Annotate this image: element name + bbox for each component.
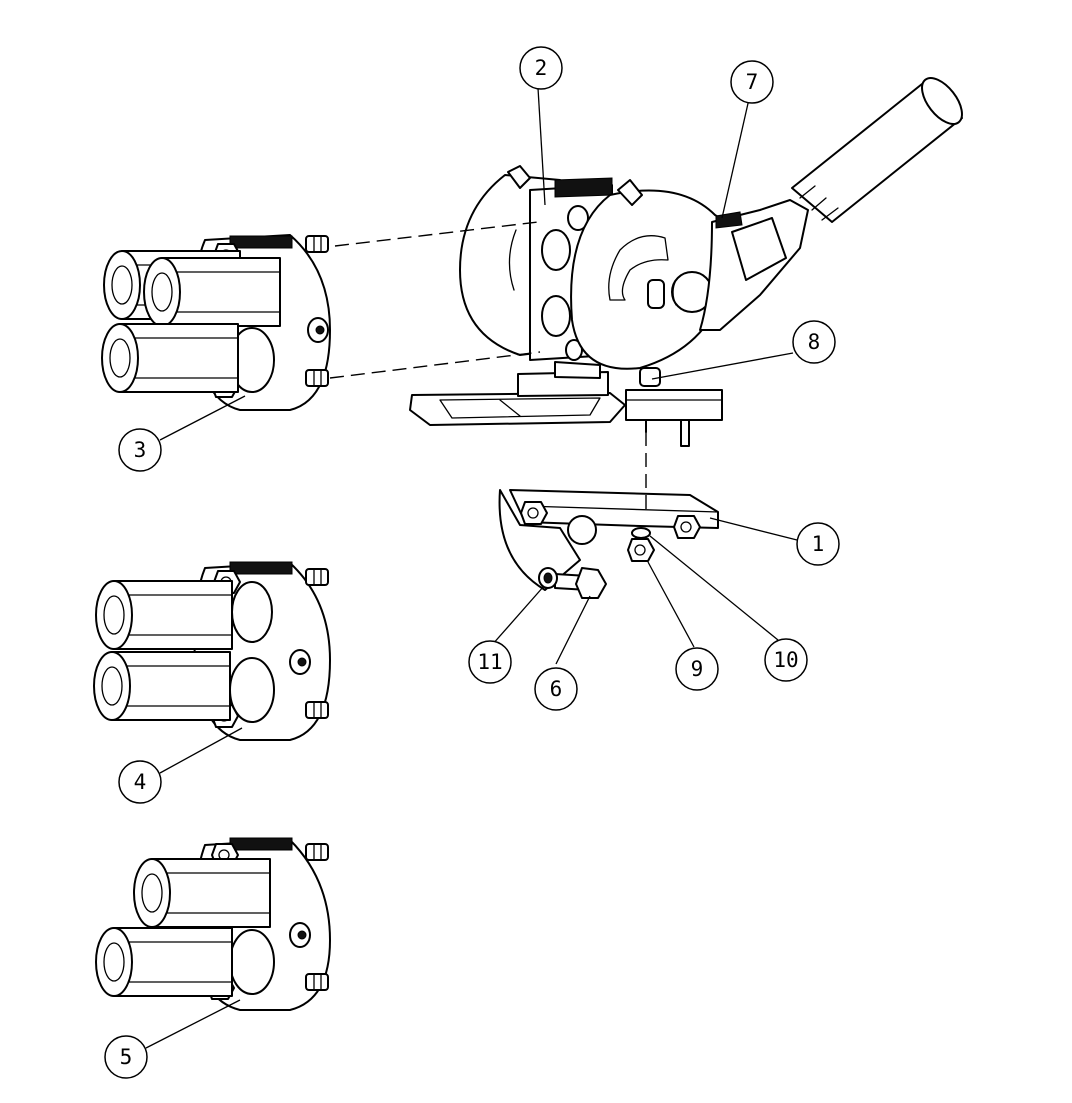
part-9-nut (627, 538, 655, 562)
callout-1-label: 1 (812, 532, 825, 556)
assembly-line (334, 221, 539, 247)
cylinder (133, 858, 271, 928)
callout-1: 1 (796, 522, 840, 566)
part-6-hex-bolt (554, 567, 607, 599)
callout-9: 9 (675, 647, 719, 691)
callout-4: 4 (118, 760, 162, 804)
callout-2-label: 2 (535, 56, 548, 80)
callout-6-label: 6 (550, 677, 563, 701)
cylinder (101, 323, 239, 393)
callout-3-label: 3 (134, 438, 147, 462)
callout-11-label: 11 (477, 650, 502, 674)
callout-8-label: 8 (808, 330, 821, 354)
callout-4-label: 4 (134, 770, 147, 794)
callout-8: 8 (792, 320, 836, 364)
callout-3: 3 (118, 428, 162, 472)
part-3-triple-cylinder-block (101, 234, 331, 411)
callout-7-label: 7 (746, 70, 759, 94)
part-4-double-cylinder-block (93, 561, 331, 741)
cylinder (95, 580, 233, 650)
assembly-line (329, 351, 541, 379)
callout-9-label: 9 (691, 657, 704, 681)
part-11-washer (538, 567, 558, 589)
callout-5-label: 5 (120, 1045, 133, 1069)
part-2-pump-body (409, 77, 963, 447)
cylinder (95, 927, 233, 997)
callout-2: 2 (519, 46, 563, 90)
callout-10: 10 (764, 638, 808, 682)
cylinder (143, 257, 281, 327)
part-5-double-cylinder-block (95, 837, 331, 1011)
part-1-mounting-bracket (498, 489, 719, 591)
callout-6: 6 (534, 667, 578, 711)
callout-11: 11 (468, 640, 512, 684)
cylinder (93, 651, 231, 721)
callout-10-label: 10 (773, 648, 798, 672)
callout-7: 7 (730, 60, 774, 104)
callout-5: 5 (104, 1035, 148, 1079)
part-10-washer (631, 527, 651, 539)
